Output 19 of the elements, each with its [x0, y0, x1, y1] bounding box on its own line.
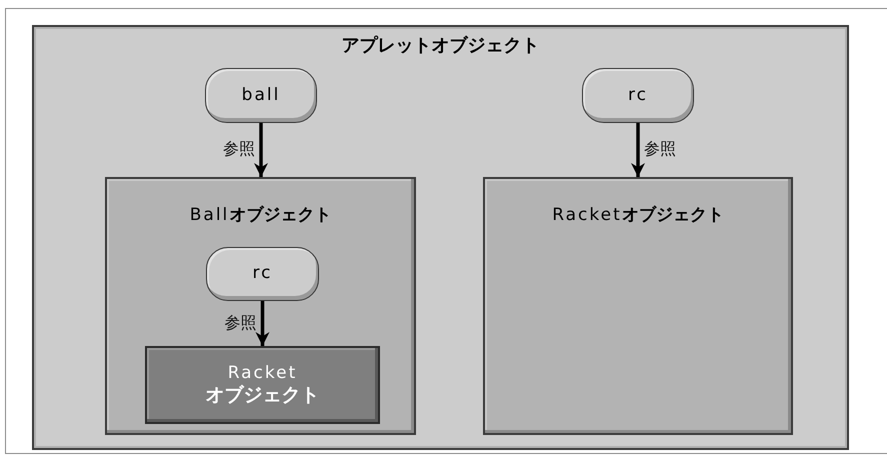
edge-label: 参照 [224, 312, 256, 334]
reference-variable-pill [205, 68, 317, 123]
object-label: Racket オブジェクト [206, 362, 320, 408]
object-label: Racketオブジェクト [552, 205, 724, 226]
object-box [145, 346, 380, 424]
reference-arrow [256, 301, 270, 346]
reference-variable-pill [206, 247, 319, 301]
object-box [483, 177, 793, 435]
object-box [105, 177, 416, 435]
panel-title: アプレットオブジェクト [342, 35, 540, 58]
edge-label: 参照 [223, 139, 255, 160]
reference-arrow [631, 123, 645, 177]
variable-name: rc [628, 84, 648, 106]
edge-label: 参照 [644, 139, 676, 160]
object-label: Ballオブジェクト [190, 205, 332, 226]
variable-name: ball [242, 84, 280, 106]
reference-arrow [254, 123, 268, 177]
reference-variable-pill [582, 68, 694, 123]
variable-name: rc [252, 263, 272, 285]
